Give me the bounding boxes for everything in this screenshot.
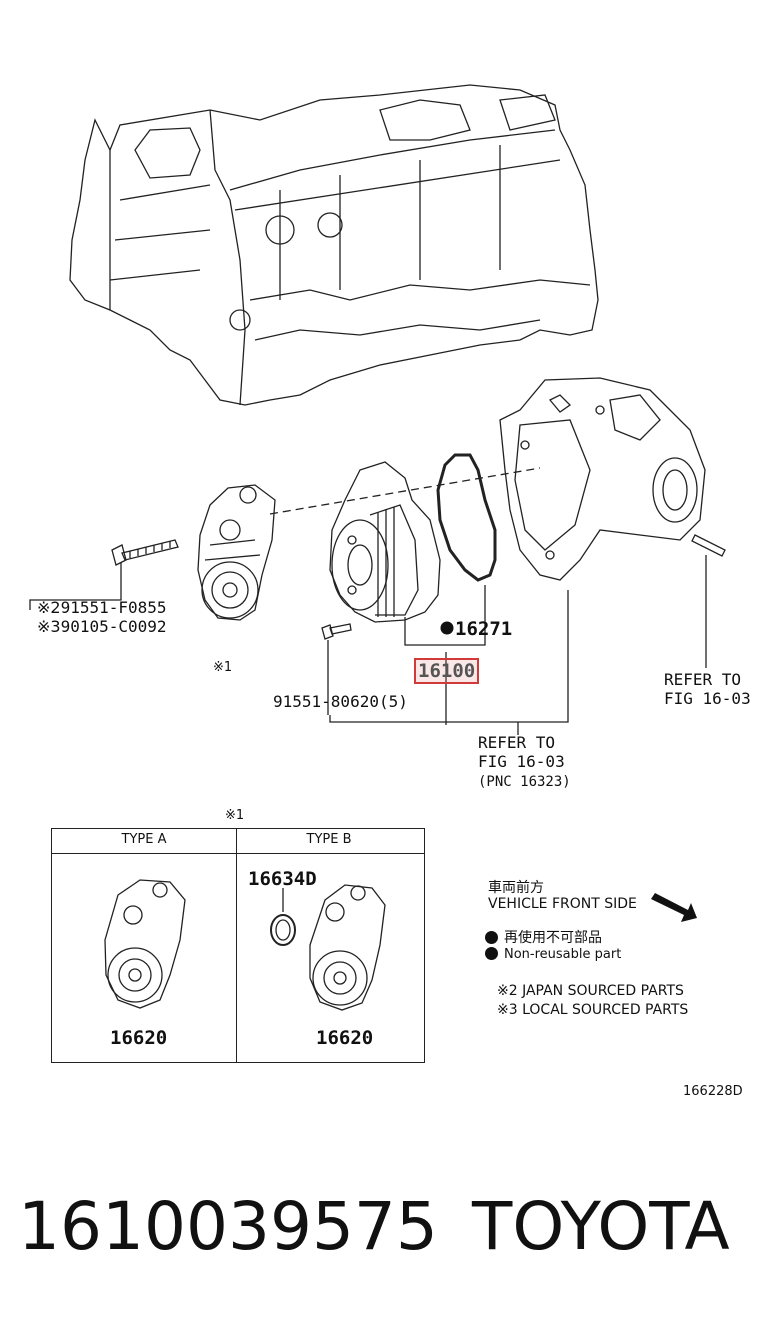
non-reusable-icon-2 [485, 947, 498, 960]
vehicle-front-arrow-icon [651, 893, 697, 922]
refer-right-line-1: REFER TO [664, 670, 742, 689]
tensioner-mark: ※1 [213, 660, 233, 675]
stud-drawing [691, 534, 726, 557]
part-label-91551-80620[interactable]: 91551-80620(5) [273, 692, 408, 711]
table-divider [236, 829, 237, 1062]
diagram-id: 166228D [683, 1084, 743, 1099]
part-label-16634D[interactable]: 16634D [248, 868, 317, 890]
refer-bottom-line-1: REFER TO [478, 733, 556, 752]
non-reusable-dot [440, 621, 454, 635]
centerline [269, 467, 541, 515]
tensioner-type-b-drawing [309, 884, 386, 1011]
tensioner-type-table: TYPE A TYPE B [51, 828, 425, 1063]
japan-mark: ※2 [37, 598, 61, 617]
refer-bottom-line-3: (PNC 16323) [478, 774, 571, 790]
refer-bottom-line-2[interactable]: FIG 16-03 [478, 752, 565, 771]
vehicle-front-jp: 車両前方 [488, 880, 544, 896]
table-mark: ※1 [225, 808, 245, 823]
seal-drawing [270, 888, 296, 946]
long-bolt-drawing [29, 539, 179, 610]
refer-right-line-2[interactable]: FIG 16-03 [664, 689, 751, 708]
table-header [52, 829, 424, 854]
legend-mark-2: ※2 [497, 983, 518, 999]
part-label-16620-a[interactable]: 16620 [110, 1027, 168, 1049]
gasket-drawing [436, 453, 497, 582]
non-reusable-icon [485, 931, 498, 944]
housing-drawing [499, 377, 706, 581]
water-pump-drawing [329, 461, 441, 623]
part-label-16620-b[interactable]: 16620 [316, 1027, 374, 1049]
vehicle-front-en: VEHICLE FRONT SIDE [488, 896, 637, 912]
local-mark: ※3 [37, 617, 61, 636]
tensioner-drawing [197, 484, 276, 621]
part-number-title: 1610039575 [18, 1188, 438, 1265]
part-label-16100[interactable]: 16100 [414, 658, 480, 684]
part-label-91551-F0855: 91551-F0855 [60, 598, 167, 617]
type-b-header: TYPE B [306, 832, 352, 847]
engine-block-drawing [69, 84, 599, 406]
type-a-header: TYPE A [121, 832, 167, 847]
part-label-16271[interactable]: 16271 [455, 618, 513, 640]
part-label-90105-C0092: 90105-C0092 [60, 617, 167, 636]
legend-local-sourced: LOCAL SOURCED PARTS [522, 1002, 689, 1018]
brand-title: TOYOTA [472, 1188, 730, 1265]
non-reusable-jp: 再使用不可部品 [504, 930, 602, 946]
legend-mark-3: ※3 [497, 1002, 518, 1018]
pump-bolt-drawing [321, 623, 352, 715]
non-reusable-en: Non-reusable part [504, 947, 622, 962]
legend-japan-sourced: JAPAN SOURCED PARTS [522, 983, 684, 999]
tensioner-type-a-drawing [104, 879, 186, 1009]
